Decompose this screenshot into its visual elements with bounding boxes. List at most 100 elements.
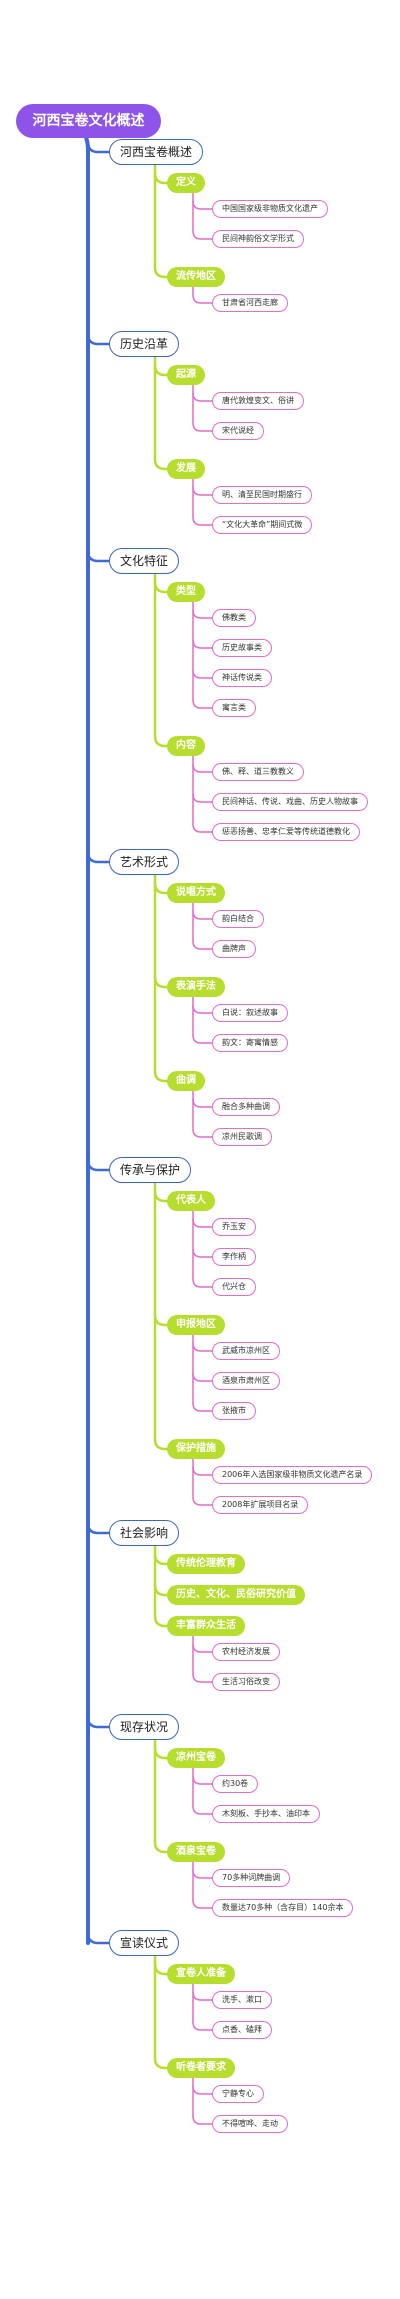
leaf[interactable]: 神话传说类 [212,669,272,687]
branch-overview[interactable]: 河西宝卷概述 [109,139,204,165]
topic-ethics[interactable]: 传统伦理教育 [167,1554,245,1574]
leaf[interactable]: 宁静专心 [212,2085,264,2103]
topic-singing-style[interactable]: 说唱方式 [167,883,225,903]
connector-curve [153,1313,169,1327]
connector-curve [192,1805,213,1815]
branch-current-status[interactable]: 现存状况 [109,1714,180,1740]
branch-inheritance[interactable]: 传承与保护 [109,1157,192,1183]
leaf[interactable]: 民间神话、传说、戏曲、历史人物故事 [212,793,368,811]
connector-curve [86,850,111,864]
connector-curve [153,171,169,185]
topic-tunes[interactable]: 曲调 [167,1071,205,1091]
connector-curve [192,1218,213,1228]
topic-enrich-life[interactable]: 丰富群众生活 [167,1616,245,1636]
connector-curve [192,1004,213,1014]
leaf[interactable]: 酒泉市肃州区 [212,1372,280,1390]
leaf[interactable]: 农村经济发展 [212,1643,280,1661]
connector-curve [153,1840,169,1854]
leaf[interactable]: 2006年入选国家级非物质文化遗产名录 [212,1466,373,1484]
connector-curve [153,1189,169,1203]
leaf[interactable]: 李作柄 [212,1248,256,1266]
topic-development[interactable]: 发展 [167,459,205,479]
connector-curve [153,975,169,989]
topic-origin[interactable]: 起源 [167,365,205,385]
leaf[interactable]: 张掖市 [212,1402,256,1420]
connector-curve [192,699,213,709]
connector-curve [192,1248,213,1258]
connector-curve [86,1158,111,1172]
topic-regions[interactable]: 申报地区 [167,1315,225,1335]
connector-curve [86,1715,111,1729]
topic-performance[interactable]: 表演手法 [167,977,225,997]
leaf[interactable]: 白说：叙述故事 [212,1004,288,1022]
topic-listener-rules[interactable]: 听卷者要求 [167,2058,235,2078]
topic-protection[interactable]: 保护措施 [167,1439,225,1459]
leaf[interactable]: 佛、释、道三教教义 [212,763,304,781]
leaf[interactable]: 凉州民歌调 [212,1128,272,1146]
topic-jiuquan[interactable]: 酒泉宝卷 [167,1842,225,1862]
topic-definition[interactable]: 定义 [167,173,205,193]
connector-curve [192,1342,213,1352]
leaf[interactable]: 佛教类 [212,609,256,627]
branch-ritual[interactable]: 宣读仪式 [109,1930,180,1956]
leaf[interactable]: 木刻板、手抄本、油印本 [212,1805,320,1823]
leaf[interactable]: 甘肃省河西走廊 [212,294,288,312]
leaf[interactable]: 寓言类 [212,699,256,717]
connector-curve [153,1962,169,1976]
connector-curve [192,200,213,210]
topic-types[interactable]: 类型 [167,582,205,602]
connector-curve [192,1098,213,1108]
leaf[interactable]: 韵文：寄寓情感 [212,1034,288,1052]
leaf[interactable]: 明、清至民国时期盛行 [212,486,312,504]
leaf[interactable]: 2008年扩展项目名录 [212,1496,309,1514]
leaf[interactable]: 约30卷 [212,1775,259,1793]
leaf[interactable]: 韵白结合 [212,910,264,928]
connector-curve [153,1069,169,1083]
connector-curve [192,639,213,649]
connector-curve [153,363,169,377]
connector-curve [192,823,213,833]
connector-curve [192,763,213,773]
leaf[interactable]: 融合多种曲调 [212,1098,280,1116]
leaf[interactable]: “文化大革命”期间式微 [212,516,313,534]
leaf[interactable]: 生活习俗改变 [212,1673,280,1691]
connector-curve [86,549,111,563]
leaf[interactable]: 数量达70多种（含存目）140余本 [212,1899,354,1917]
connector-curve [192,1869,213,1879]
connector-curve [192,230,213,240]
connector-curve [192,669,213,679]
branch-art-forms[interactable]: 艺术形式 [109,849,180,875]
leaf[interactable]: 宋代说经 [212,422,264,440]
leaf[interactable]: 武威市凉州区 [212,1342,280,1360]
topic-content[interactable]: 内容 [167,736,205,756]
connector-curve [192,2021,213,2031]
leaf[interactable]: 点香、磕拜 [212,2021,272,2039]
connector-curve [86,332,111,346]
leaf[interactable]: 不得喧哗、走动 [212,2115,288,2133]
connector-curve [192,1643,213,1653]
connector-curve [86,1521,111,1535]
connector-curve [192,1034,213,1044]
connector-curve [192,1466,213,1476]
leaf[interactable]: 70多种词牌曲调 [212,1869,291,1887]
branch-social-impact[interactable]: 社会影响 [109,1520,180,1546]
topic-region[interactable]: 流传地区 [167,267,225,287]
topic-representatives[interactable]: 代表人 [167,1191,215,1211]
leaf[interactable]: 惩恶扬善、忠孝仁爱等传统道德教化 [212,823,360,841]
root-node[interactable]: 河西宝卷文化概述 [16,104,161,138]
branch-cultural-features[interactable]: 文化特征 [109,548,180,574]
leaf[interactable]: 中国国家级非物质文化遗产 [212,200,328,218]
branch-history[interactable]: 历史沿革 [109,331,180,357]
leaf[interactable]: 历史故事类 [212,639,272,657]
leaf[interactable]: 乔玉安 [212,1218,256,1236]
leaf[interactable]: 唐代敦煌变文、俗讲 [212,392,304,410]
topic-research-value[interactable]: 历史、文化、民俗研究价值 [167,1585,305,1605]
topic-reader-prep[interactable]: 宣卷人准备 [167,1964,235,1984]
leaf[interactable]: 民间神韵俗文学形式 [212,230,304,248]
connector-curve [192,294,213,304]
leaf[interactable]: 代兴仓 [212,1278,256,1296]
leaf[interactable]: 曲牌声 [212,940,256,958]
topic-liangzhou[interactable]: 凉州宝卷 [167,1748,225,1768]
leaf[interactable]: 洗手、漱口 [212,1991,272,2009]
